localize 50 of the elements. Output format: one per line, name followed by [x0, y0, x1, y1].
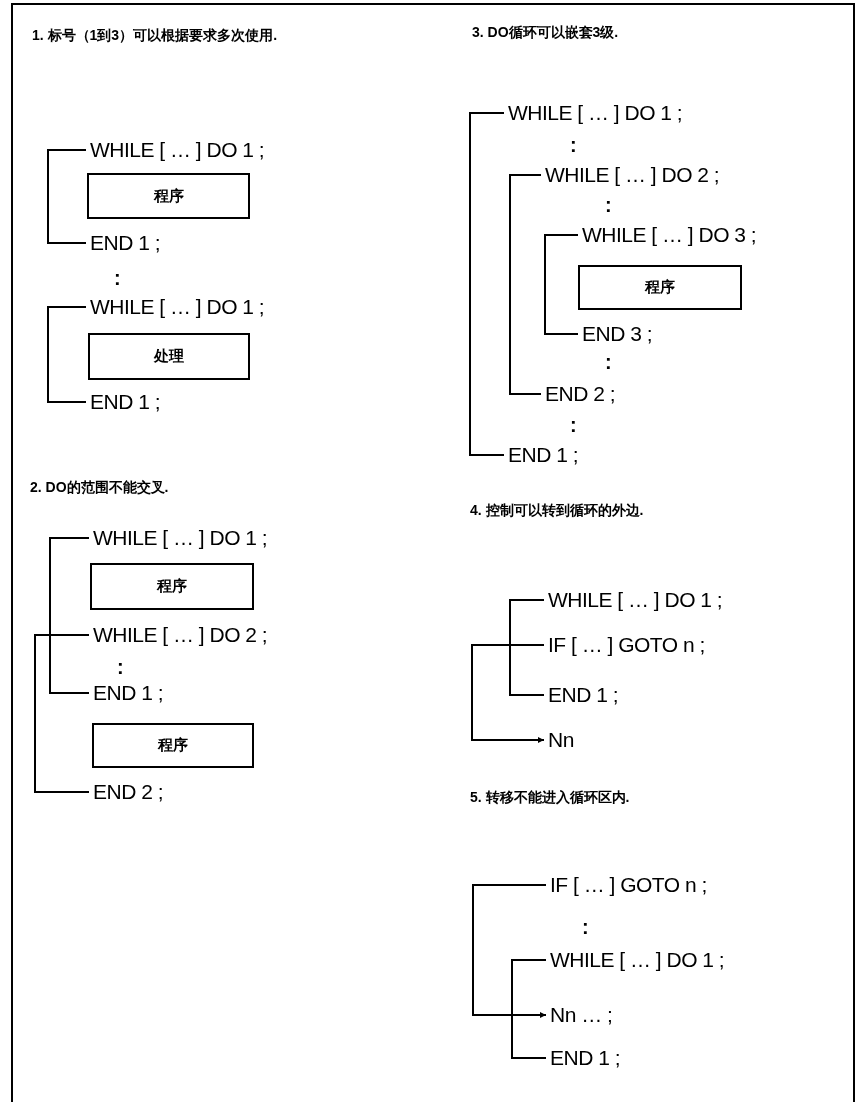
code-line: WHILE [ … ] DO 1 ;	[90, 294, 265, 320]
rule-heading: 1. 标号（1到3）可以根据要求多次使用.	[32, 26, 279, 45]
loop-bracket	[47, 149, 87, 244]
continuation-dots: :	[582, 917, 589, 937]
code-line: WHILE [ … ] DO 3 ;	[582, 222, 757, 248]
code-line: WHILE [ … ] DO 1 ;	[90, 137, 265, 163]
rule-heading: 2. DO的范围不能交叉.	[30, 478, 170, 497]
continuation-dots: :	[605, 195, 612, 215]
continuation-dots: :	[570, 415, 577, 435]
code-line: IF [ … ] GOTO n ;	[548, 632, 705, 658]
loop-bracket	[47, 306, 87, 403]
code-line: END 1 ;	[90, 389, 161, 415]
rule-heading: 4. 控制可以转到循环的外边.	[470, 501, 645, 520]
code-line: WHILE [ … ] DO 2 ;	[93, 622, 268, 648]
code-line: END 1 ;	[550, 1045, 621, 1071]
code-line: WHILE [ … ] DO 1 ;	[508, 100, 683, 126]
loop-bracket	[49, 537, 90, 694]
program-box: 程序	[90, 562, 254, 610]
code-line: WHILE [ … ] DO 2 ;	[545, 162, 720, 188]
code-line: WHILE [ … ] DO 1 ;	[550, 947, 725, 973]
program-box: 程序	[87, 173, 250, 219]
program-box: 程序	[92, 722, 254, 768]
loop-bracket	[509, 174, 542, 395]
loop-bracket	[34, 634, 90, 793]
loop-bracket	[509, 599, 545, 696]
continuation-dots: :	[117, 657, 124, 677]
code-line: END 1 ;	[548, 682, 619, 708]
continuation-dots: :	[605, 352, 612, 372]
code-line: END 2 ;	[545, 381, 616, 407]
code-line: END 3 ;	[582, 321, 653, 347]
code-line: END 1 ;	[93, 680, 164, 706]
loop-bracket	[544, 234, 579, 335]
loop-bracket	[469, 112, 505, 456]
code-line: END 1 ;	[90, 230, 161, 256]
code-line: Nn	[548, 727, 574, 753]
continuation-dots: :	[570, 135, 577, 155]
continuation-dots: :	[114, 268, 121, 288]
code-line: WHILE [ … ] DO 1 ;	[548, 587, 723, 613]
code-line: END 1 ;	[508, 442, 579, 468]
loop-bracket	[511, 959, 547, 1059]
rule-heading: 3. DO循环可以嵌套3级.	[472, 23, 620, 42]
code-line: WHILE [ … ] DO 1 ;	[93, 525, 268, 551]
program-box: 程序	[578, 264, 742, 310]
jump-arrow	[472, 884, 547, 1018]
code-line: END 2 ;	[93, 779, 164, 805]
program-box: 处理	[88, 332, 250, 380]
rule-heading: 5. 转移不能进入循环区内.	[470, 788, 631, 807]
code-line: IF [ … ] GOTO n ;	[550, 872, 707, 898]
jump-arrow	[471, 644, 545, 743]
code-line: Nn … ;	[550, 1002, 613, 1028]
